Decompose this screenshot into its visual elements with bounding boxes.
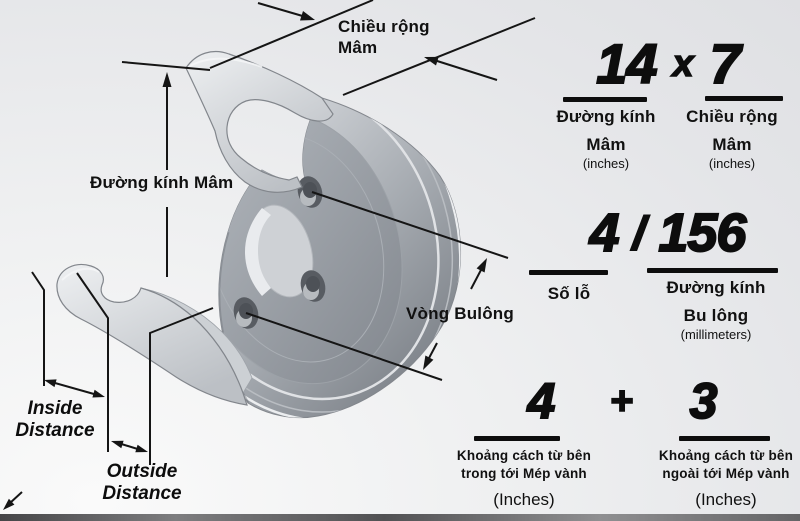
inside-distance-label: Inside Distance [5, 398, 105, 442]
bolt-left-caption-line1: Số lỗ [547, 284, 591, 303]
outside-distance-value: 3 [689, 373, 719, 429]
corner-arrow-head [3, 498, 15, 510]
lug-count-value: 4 [589, 203, 621, 263]
arrowheads [3, 11, 487, 510]
bolt-right-caption-line2: Bu lông [683, 306, 749, 325]
size-spec-row: 14 x 7 [540, 32, 796, 95]
bolt-right-underline [647, 268, 778, 273]
width-arrow-right-shaft [433, 59, 498, 81]
offset-left-unit: (Inches) [493, 490, 555, 509]
inside-distance-value: 4 [527, 373, 557, 429]
width-arrow-left-head [300, 11, 315, 21]
width-extension-line-right [342, 17, 536, 96]
size-left-unit: (inches) [582, 156, 630, 171]
offset-left-caption: Khoảng cách từ bên trong tới Mép vành (I… [446, 448, 602, 510]
bolt-right-caption: Đường kính Bu lông (millimeters) [648, 279, 784, 341]
offset-operator: + [610, 379, 635, 423]
bolt-circle-arrow-bottom-head [423, 355, 434, 370]
bolt-circle-arrow-top-head [476, 258, 487, 273]
bolt-left-caption: Số lỗ [524, 285, 614, 302]
offset-left-underline [474, 436, 560, 441]
width-arrow-right-head [424, 56, 439, 66]
size-right-caption-line1: Chiều rộng [686, 107, 778, 126]
top-flange-cross-section [185, 50, 334, 193]
rim-diameter-label: Đường kính Mâm [90, 173, 234, 192]
bolt-circle-leader-bottom [245, 312, 443, 381]
size-left-caption-line2: Mâm [586, 135, 626, 154]
inside-distance-line1: Inside [27, 398, 83, 419]
offset-right-caption-line2: ngoài tới Mép vành [662, 465, 790, 481]
bolt-left-underline [529, 270, 608, 275]
size-right-caption-line2: Mâm [712, 135, 752, 154]
rim-diameter-value: 14 [595, 32, 658, 95]
outside-arrow-head-right [135, 444, 148, 453]
offset-right-unit: (Inches) [695, 490, 757, 509]
bolt-operator: / [632, 207, 647, 259]
size-right-unit: (inches) [708, 156, 756, 171]
outside-extension-line [149, 307, 214, 465]
inside-distance-line2: Distance [15, 420, 95, 441]
offset-right-underline [679, 436, 770, 441]
center-bore [245, 204, 314, 298]
bolt-circle-arrow-top-shaft [470, 267, 483, 290]
bolt-spec-row: 4 / 156 [535, 203, 800, 263]
size-left-caption-line1: Đường kính [556, 107, 656, 126]
outside-arrow-head-left [111, 440, 124, 449]
bore-cut-face [245, 208, 271, 296]
offset-spec-row: 4 + 3 [447, 373, 797, 429]
bolt-circle-leader-top [311, 191, 509, 259]
diameter-arrow-head [162, 72, 172, 87]
bottom-flange-highlight [61, 267, 100, 281]
bolt-circle-label: Vòng Bulông [406, 304, 514, 323]
outside-distance-label: Outside Distance [92, 461, 192, 505]
rim-width-label-line1: Chiều rộng [338, 17, 430, 36]
bottom-flange-cross-section [56, 263, 248, 406]
rim-ring-inner [218, 98, 440, 401]
bolt-right-caption-line1: Đường kính [666, 278, 766, 297]
diameter-tick-line [121, 61, 211, 71]
width-extension-line-left [209, 0, 374, 69]
inside-arrow-head-right [92, 389, 105, 398]
size-operator: x [672, 43, 695, 85]
bolt-circle-value: 156 [657, 203, 747, 263]
offset-left-caption-line1: Khoảng cách từ bên [456, 448, 592, 463]
inside-extension-line-1 [31, 271, 45, 386]
size-left-caption: Đường kính Mâm (inches) [538, 108, 674, 170]
rim-width-value: 7 [709, 32, 742, 95]
outside-distance-line2: Distance [102, 483, 182, 504]
rim-width-label: Chiều rộng Mâm [338, 16, 430, 58]
bolt-right-unit: (millimeters) [680, 327, 752, 342]
rim-width-label-line2: Mâm [338, 38, 378, 57]
top-flange-highlight [189, 57, 263, 68]
size-right-caption: Chiều rộng Mâm (inches) [664, 108, 800, 170]
bottom-edge-bar [0, 514, 800, 521]
size-right-underline [705, 96, 783, 101]
inside-arrow-head-left [44, 379, 57, 388]
bolt-hole-1 [297, 176, 323, 208]
inside-extension-line-2 [76, 272, 109, 452]
inside-distance-arrow-shaft [47, 380, 102, 397]
outside-distance-line1: Outside [106, 461, 178, 482]
offset-right-caption: Khoảng cách từ bên ngoài tới Mép vành (I… [650, 448, 800, 510]
offset-left-caption-line2: trong tới Mép vành [461, 465, 587, 481]
bolt-hole-2 [300, 270, 326, 302]
offset-right-caption-line1: Khoảng cách từ bên [658, 448, 794, 463]
width-arrow-left-shaft [257, 2, 307, 18]
size-left-underline [563, 97, 647, 102]
bolt-circle-arrow-bottom-shaft [427, 342, 438, 361]
corner-arrow-shaft [9, 491, 23, 504]
